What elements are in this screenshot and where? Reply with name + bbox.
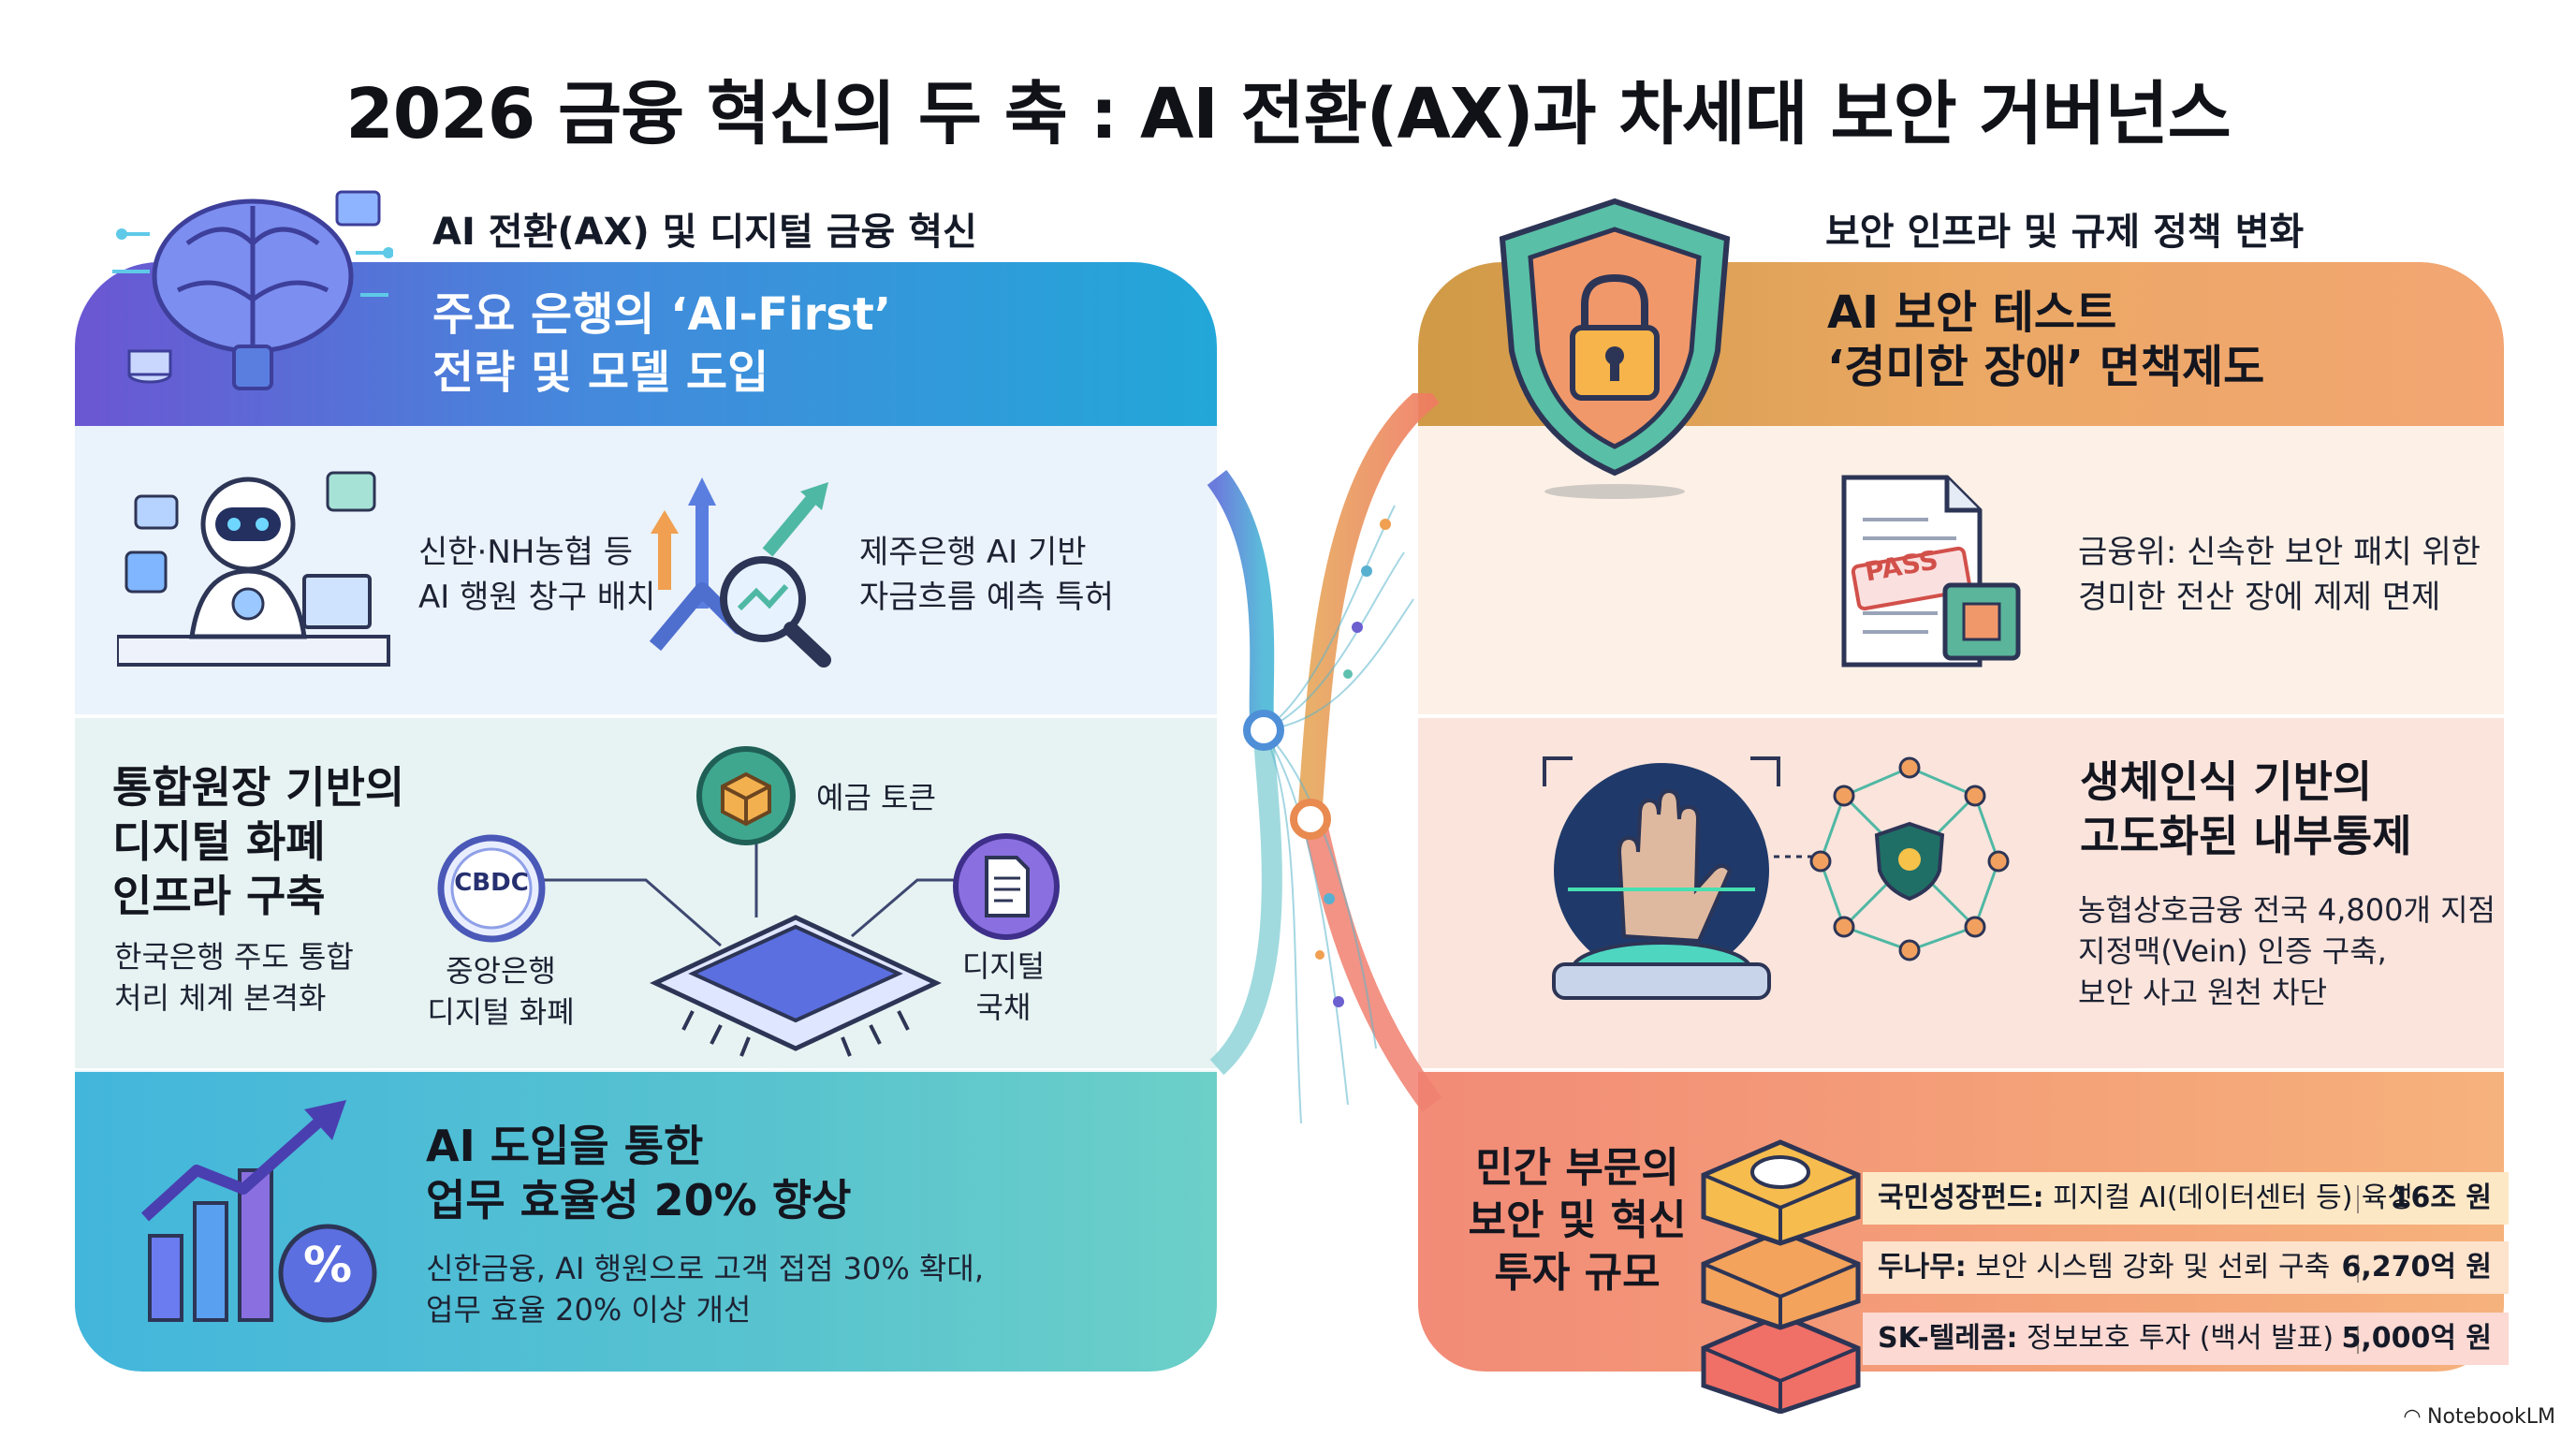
efficiency-chart-icon [140, 1100, 377, 1323]
label-line: 디지털 [961, 948, 1046, 984]
ai-teller-description: 신한·NH농협 등 AI 행원 창구 배치 [418, 530, 655, 620]
desc-line: 지정맥(Vein) 인증 구축, [2078, 933, 2387, 969]
title-line: 인프라 구축 [112, 871, 326, 921]
investment-amount: 6,270억 원 [2341, 1251, 2492, 1284]
security-shield-lock-icon [1499, 198, 1731, 499]
investment-row: 두나무: 보안 시스템 강화 및 선뢰 구축 6,270억 원 [1863, 1241, 2509, 1294]
desc-line: 보안 사고 원천 차단 [2078, 975, 2328, 1010]
right-column-heading: 보안 인프라 및 규제 정책 변화 [1825, 211, 2305, 254]
label-line: 디지털 화폐 [427, 994, 575, 1030]
title-line: 투자 규모 [1494, 1249, 1661, 1297]
title-line: 주요 은행의 ‘AI-First’ [432, 288, 892, 341]
digital-bond-label: 디지털 국채 [938, 946, 1069, 1028]
left-section4-description: 신한금융, AI 행원으로 고객 접점 30% 확대, 업무 효율 20% 이상… [426, 1248, 984, 1330]
investment-stack-icon [1701, 1139, 1861, 1414]
left-section3-title: 통합원장 기반의 디지털 화폐 인프라 구축 [112, 760, 404, 923]
title-line: 고도화된 내부통제 [2080, 811, 2412, 861]
center-flow-connector [1207, 393, 1442, 1124]
left-column-heading: AI 전환(AX) 및 디지털 금융 혁신 [432, 211, 977, 254]
title-line: ‘경미한 장애’ 면책제도 [1827, 341, 2265, 393]
desc-line: 금융위: 신속한 보안 패치 위한 [2078, 534, 2481, 571]
title-line: 통합원장 기반의 [112, 762, 405, 813]
investment-desc: 보안 시스템 강화 및 선뢰 구축 [1966, 1251, 2331, 1284]
pass-document-icon [1841, 475, 2021, 668]
label-line: 국채 [975, 990, 1032, 1025]
cbdc-icon-label: CBDC [454, 869, 529, 897]
digital-currency-network-diagram [543, 824, 1002, 1057]
title-line: 업무 효율성 20% 향상 [426, 1175, 852, 1225]
desc-line: 제주은행 AI 기반 [859, 534, 1087, 571]
investment-org: 국민성장펀드: [1878, 1181, 2044, 1214]
investment-amount: 16조 원 [2391, 1181, 2492, 1214]
left-panel-ai-cases [75, 426, 1217, 716]
desc-line: 신한금융, AI 행원으로 고객 접점 30% 확대, [426, 1251, 984, 1286]
deposit-token-label: 예금 토큰 [816, 780, 936, 815]
title-line: 디지털 화폐 [112, 816, 326, 867]
desc-line: 농협상호금융 전국 4,800개 지점 [2078, 892, 2496, 928]
title-line: 민간 부문의 [1475, 1144, 1679, 1192]
digital-bond-icon [953, 833, 1060, 940]
page-title: 2026 금융 혁신의 두 축 : AI 전환(AX)과 차세대 보안 거버넌스 [345, 74, 2231, 154]
investment-row: SK-텔레콤: 정보보호 투자 (백서 발표) 5,000억 원 [1863, 1313, 2509, 1365]
right-divider [1418, 714, 2504, 718]
desc-line: 자금흐름 예측 특허 [859, 579, 1114, 616]
notebooklm-logo-icon: ◠ [2404, 1405, 2428, 1429]
right-section4-title: 민간 부문의 보안 및 혁신 투자 규모 [1465, 1142, 1690, 1299]
investment-divider [2357, 1326, 2359, 1354]
percent-icon-symbol: % [302, 1238, 353, 1294]
deposit-token-icon [696, 746, 796, 845]
label-line: 중앙은행 [446, 953, 556, 989]
right-section3-title: 생체인식 기반의 고도화된 내부통제 [2080, 755, 2412, 863]
investment-divider [2357, 1185, 2359, 1213]
right-section2-description: 금융위: 신속한 보안 패치 위한 경미한 전산 장에 제제 면제 [2078, 530, 2481, 620]
investment-row: 국민성장펀드: 피지컬 AI(데이터센터 등) 육성 16조 원 [1863, 1172, 2509, 1225]
investment-amount: 5,000억 원 [2341, 1322, 2492, 1355]
biometric-vein-scan-icon [1543, 756, 2010, 1000]
investment-divider [2357, 1255, 2359, 1283]
title-line: 생체인식 기반의 [2080, 756, 2373, 807]
right-section3-description: 농협상호금융 전국 4,800개 지점 지정맥(Vein) 인증 구축, 보안 … [2078, 889, 2496, 1013]
desc-line: AI 행원 창구 배치 [418, 579, 656, 616]
desc-line: 업무 효율 20% 이상 개선 [426, 1292, 752, 1328]
desc-line: 한국은행 주도 통합 [114, 939, 354, 975]
investment-org: SK-텔레콤: [1878, 1322, 2018, 1355]
desc-line: 경미한 전산 장에 제제 면제 [2078, 579, 2441, 616]
left-divider [75, 1068, 1217, 1072]
title-line: AI 보안 테스트 [1827, 286, 2117, 339]
left-section4-title: AI 도입을 통한 업무 효율성 20% 향상 [426, 1119, 851, 1227]
cbdc-label: 중앙은행 디지털 화폐 [412, 950, 590, 1033]
brand-label: NotebookLM [2427, 1405, 2555, 1429]
right-section1-title: AI 보안 테스트 ‘경미한 장애’ 면책제도 [1827, 286, 2264, 394]
cbdc-coin-icon [437, 834, 546, 943]
desc-line: 처리 체계 본격화 [114, 980, 327, 1016]
growth-forecast-icon [649, 477, 831, 668]
investment-desc: 피지컬 AI(데이터센터 등) 육성 [2043, 1181, 2414, 1214]
right-divider [1418, 1068, 2504, 1072]
left-divider [75, 714, 1217, 718]
title-line: 보안 및 혁신 [1468, 1196, 1687, 1244]
ai-teller-robot-icon [117, 471, 390, 667]
left-section3-description: 한국은행 주도 통합 처리 체계 본격화 [114, 936, 354, 1019]
fund-forecast-description: 제주은행 AI 기반 자금흐름 예측 특허 [859, 530, 1114, 620]
ai-brain-icon [112, 190, 393, 390]
investment-org: 두나무: [1878, 1251, 1967, 1284]
left-section1-title: 주요 은행의 ‘AI-First’ 전략 및 모델 도입 [432, 286, 891, 402]
desc-line: 신한·NH농협 등 [418, 534, 634, 571]
brand-watermark: ◠ NotebookLM [2404, 1405, 2555, 1429]
title-line: AI 도입을 통한 [426, 1121, 704, 1171]
investment-desc: 정보보호 투자 (백서 발표) [2017, 1322, 2334, 1355]
title-line: 전략 및 모델 도입 [432, 346, 769, 399]
